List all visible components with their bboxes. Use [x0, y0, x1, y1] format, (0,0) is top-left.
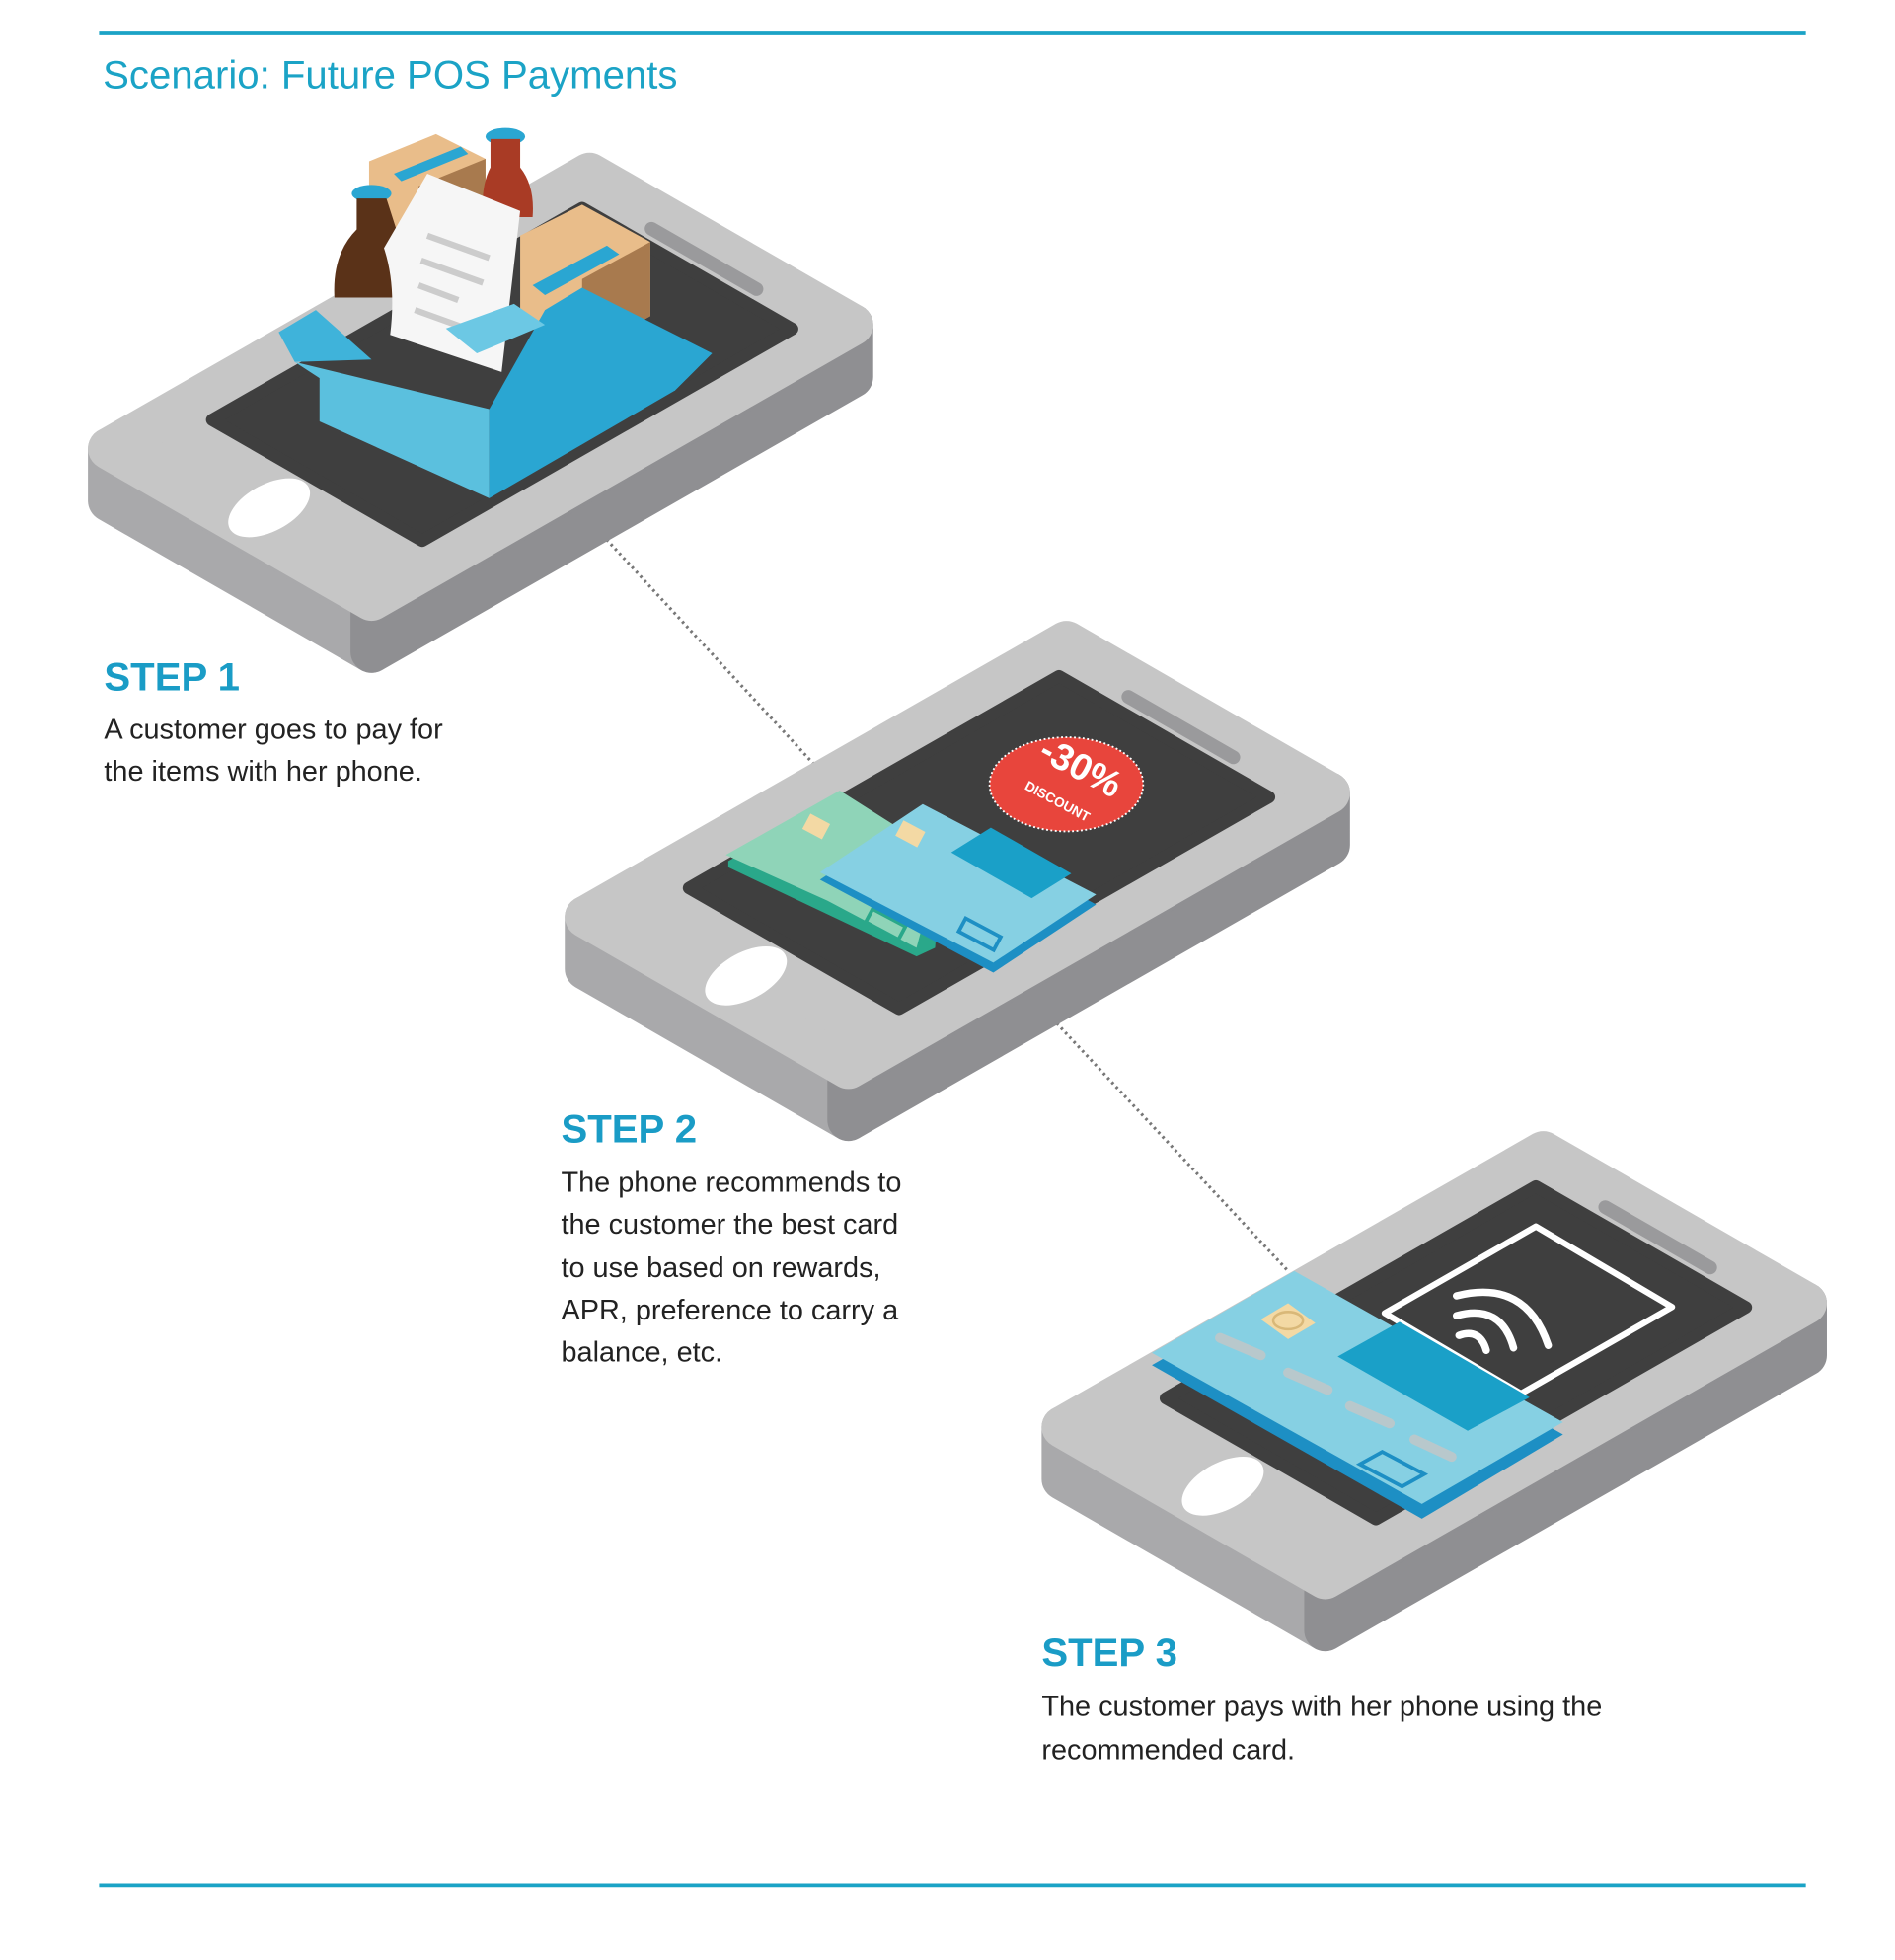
- step-3: STEP 3 The customer pays with her phone …: [1041, 1630, 1602, 1766]
- discount-badge: -30% DISCOUNT: [988, 728, 1145, 833]
- step-description-line: the items with her phone.: [104, 756, 421, 788]
- home-button: [705, 945, 788, 1006]
- payment-card: [1152, 1270, 1563, 1519]
- speaker-slot: [644, 221, 764, 296]
- connector-1-2: [596, 529, 821, 772]
- step-2: STEP 2 The phone recommends to the custo…: [561, 1106, 901, 1368]
- step-description-line: the customer the best card: [561, 1209, 898, 1241]
- step-description-line: APR, preference to carry a: [561, 1295, 899, 1326]
- step-1: STEP 1 A customer goes to pay for the it…: [104, 654, 443, 788]
- step-heading: STEP 3: [1041, 1630, 1177, 1675]
- page-title: Scenario: Future POS Payments: [103, 52, 677, 97]
- step-description-line: The customer pays with her phone using t…: [1041, 1691, 1602, 1722]
- home-button: [228, 478, 311, 538]
- step-heading: STEP 1: [104, 654, 240, 699]
- recommended-cards: [725, 791, 1097, 973]
- home-button: [1181, 1456, 1264, 1516]
- shopping-box-icon: [278, 127, 713, 498]
- step-description-line: to use based on rewards,: [561, 1252, 880, 1284]
- step-heading: STEP 2: [561, 1106, 697, 1151]
- step-description-line: recommended card.: [1041, 1734, 1295, 1766]
- step-description-line: A customer goes to pay for: [104, 714, 443, 745]
- speaker-slot: [1598, 1200, 1717, 1275]
- step-description-line: The phone recommends to: [561, 1168, 901, 1199]
- connector-2-3: [1042, 1009, 1290, 1272]
- phones: [88, 152, 1827, 1652]
- speaker-slot: [1121, 690, 1241, 765]
- step-description-line: balance, etc.: [561, 1337, 722, 1369]
